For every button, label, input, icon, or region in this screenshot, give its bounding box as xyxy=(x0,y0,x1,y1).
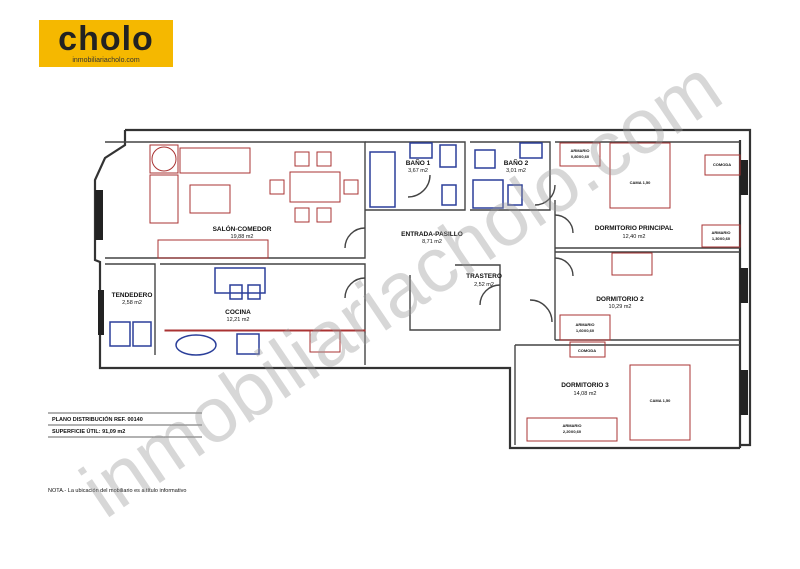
plan-surface: SUPERFICIE ÚTIL: 91,09 m2 xyxy=(52,428,125,435)
outer-walls xyxy=(93,128,752,450)
cama-label: CAMA 1,50 xyxy=(630,180,652,185)
company-logo: cholo inmobiliariacholo.com xyxy=(39,20,173,67)
room-dorm3-area: 14,08 m2 xyxy=(574,391,597,397)
room-cocina-name: COCINA xyxy=(225,309,251,316)
cama-label: CAMA 1,50 xyxy=(650,398,672,403)
room-dorm-principal-name: DORMITORIO PRINCIPAL xyxy=(595,225,674,232)
salon-furniture xyxy=(149,144,359,259)
armario-label: ARMARIO xyxy=(575,322,594,327)
armario-size: 2,20X0,60 xyxy=(563,429,582,434)
room-bano2-area: 3,01 m2 xyxy=(506,168,526,174)
bedroom-furniture xyxy=(526,142,741,442)
room-tendedero-area: 2,58 m2 xyxy=(122,300,142,306)
armario-size: 1,30X0,60 xyxy=(712,236,731,241)
room-tendedero-name: TENDEDERO xyxy=(112,292,153,299)
room-dorm2-area: 10,29 m2 xyxy=(609,304,632,310)
comoda-label: COMODA xyxy=(578,348,596,353)
room-trastero-name: TRASTERO xyxy=(466,273,502,280)
room-cocina-area: 12,21 m2 xyxy=(227,317,250,323)
room-salon-area: 19,88 m2 xyxy=(231,234,254,240)
comoda-label: COMODA xyxy=(713,162,731,167)
room-trastero-area: 2,52 m2 xyxy=(474,282,494,288)
logo-word: cholo xyxy=(58,20,154,58)
armario-size: 1,60X0,60 xyxy=(576,328,595,333)
plan-reference: PLANO DISTRIBUCIÓN REF. 00140 xyxy=(52,415,143,423)
room-salon-name: SALÓN-COMEDOR xyxy=(213,224,272,233)
armario-size: 0,80X0,60 xyxy=(571,154,590,159)
room-dorm2-name: DORMITORIO 2 xyxy=(596,296,644,303)
armario-label: ARMARIO xyxy=(570,148,589,153)
watermark: inmobiliariacholo.com xyxy=(65,42,736,534)
fixtures xyxy=(109,142,543,356)
room-dorm-principal-area: 12,40 m2 xyxy=(623,234,646,240)
plan-info: PLANO DISTRIBUCIÓN REF. 00140 SUPERFICIE… xyxy=(48,412,202,494)
furniture-labels: ARMARIO 0,80X0,60 CAMA 1,50 COMODA ARMAR… xyxy=(562,148,731,434)
room-entrada-area: 8,71 m2 xyxy=(422,239,442,245)
room-entrada-name: ENTRADA-PASILLO xyxy=(401,231,463,238)
room-bano2-name: BAÑO 2 xyxy=(504,158,529,167)
plan-note: NOTA.- La ubicación del mobiliario es a … xyxy=(48,488,186,494)
room-dorm3-name: DORMITORIO 3 xyxy=(561,382,609,389)
armario-label: ARMARIO xyxy=(562,423,581,428)
logo-url: inmobiliariacholo.com xyxy=(72,57,140,64)
room-bano1-name: BAÑO 1 xyxy=(406,158,431,167)
room-bano1-area: 3,67 m2 xyxy=(408,168,428,174)
armario-label: ARMARIO xyxy=(711,230,730,235)
room-labels: SALÓN-COMEDOR 19,88 m2 TENDEDERO 2,58 m2… xyxy=(112,158,674,397)
